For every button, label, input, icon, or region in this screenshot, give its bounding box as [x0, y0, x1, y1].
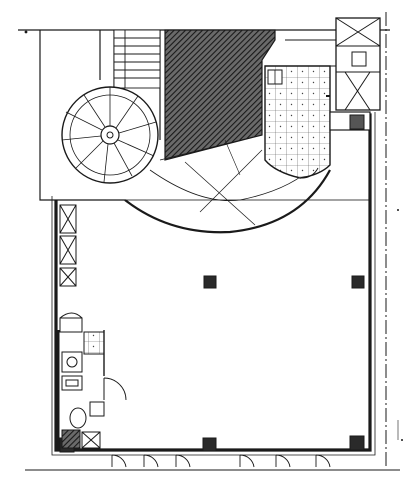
column: [351, 275, 365, 289]
tiled-room-door: [299, 167, 319, 179]
column: [349, 435, 365, 451]
stair-flight: [113, 29, 161, 89]
service-block: [56, 312, 127, 450]
survey-marks: [24, 30, 403, 441]
structural-columns: [59, 275, 365, 453]
hatched-void: [164, 29, 276, 161]
column: [203, 275, 217, 289]
wall-openings-left: [59, 204, 77, 287]
spiral-staircase: [61, 86, 159, 184]
column: [202, 437, 217, 452]
facade-doors: [111, 454, 331, 468]
tiled-room: [264, 65, 331, 179]
main-hall-walls: [51, 111, 376, 456]
service-core: [285, 17, 381, 111]
